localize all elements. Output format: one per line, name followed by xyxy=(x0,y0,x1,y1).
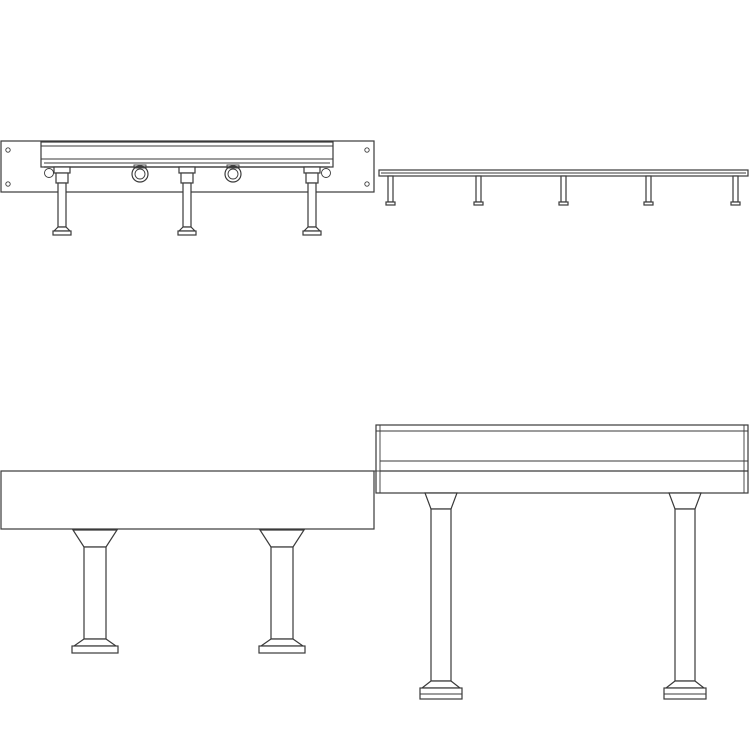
top-view xyxy=(378,169,749,206)
top-view-post-2 xyxy=(473,175,484,206)
end-view-right-post-1 xyxy=(419,492,463,700)
top-view-post-5 xyxy=(730,175,741,206)
front-view-ring-2 xyxy=(224,164,242,183)
top-view-post-3 xyxy=(558,175,569,206)
front-view-post-1 xyxy=(52,166,72,236)
end-view-right-rail xyxy=(375,424,749,494)
top-view-post-1 xyxy=(385,175,396,206)
front-view-bolt-hole-right-top xyxy=(364,147,370,153)
end-view-right xyxy=(374,424,749,700)
top-view-post-4 xyxy=(643,175,654,206)
end-view-left-post-2 xyxy=(258,529,306,654)
front-view-bolt-hole-right-bottom xyxy=(364,181,370,187)
front-view-post-2 xyxy=(177,166,197,236)
end-view-left-post-1 xyxy=(71,529,119,654)
front-view-end-washer-left xyxy=(44,168,54,178)
front-view-bolt-hole-left-bottom xyxy=(5,181,11,187)
end-view-left xyxy=(0,470,375,654)
front-view-bolt-hole-left-top xyxy=(5,147,11,153)
front-view xyxy=(0,140,375,236)
front-view-post-3 xyxy=(302,166,322,236)
front-view-ring-1 xyxy=(131,164,149,183)
front-view-end-washer-right xyxy=(321,168,331,178)
end-view-right-post-2 xyxy=(663,492,707,700)
end-view-left-rail xyxy=(0,470,375,530)
